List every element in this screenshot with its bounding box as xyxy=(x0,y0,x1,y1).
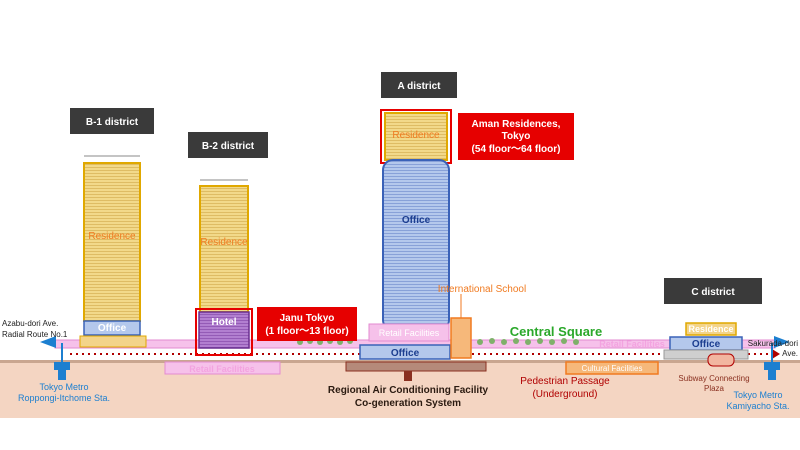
passage-arrow-right xyxy=(772,349,780,359)
retail-walkway-lower xyxy=(164,361,281,375)
subway-plaza-line1: Subway Connecting xyxy=(678,374,749,383)
kamiyacho-station-line1: Tokyo Metro xyxy=(733,390,782,400)
pedestrian-passage-line1: Pedestrian Passage xyxy=(520,376,610,387)
janu-callout-line2: (1 floor～13 floor) xyxy=(265,326,348,337)
c-residence-block xyxy=(685,322,737,336)
b1-residence-tower xyxy=(83,162,141,322)
regional-facility-stem xyxy=(404,371,412,381)
cultural-facilities-block xyxy=(565,361,659,375)
c-podium xyxy=(663,349,749,360)
sakurada-road-marker xyxy=(774,336,790,348)
c-office-label: Office xyxy=(692,339,721,350)
district-a-label: A district xyxy=(398,81,442,92)
sakurada-road-line2: Ave. xyxy=(782,349,798,358)
a-residence-label: Residence xyxy=(392,130,440,141)
roppongi-station-line1: Tokyo Metro xyxy=(39,382,88,392)
a-retail-label: Retail Facilities xyxy=(379,328,440,338)
district-c-badge xyxy=(664,278,762,304)
b2-residence-tower xyxy=(199,185,249,313)
sakurada-road-line1: Sakurada-dori xyxy=(748,339,798,348)
aman-callout-box xyxy=(458,113,574,160)
district-b2-badge xyxy=(188,132,268,158)
district-a-badge xyxy=(381,72,457,98)
a-lower-office-block xyxy=(359,344,451,360)
cultural-facilities-label: Cultural Facilities xyxy=(582,364,643,373)
b2-hotel-block xyxy=(198,311,250,349)
azabu-road-line1: Azabu-dori Ave. xyxy=(2,319,58,328)
b2-residence-label: Residence xyxy=(200,237,248,248)
district-c-label: C district xyxy=(691,287,735,298)
janu-callout-line1: Janu Tokyo xyxy=(280,313,335,324)
district-b1-label: B-1 district xyxy=(86,117,139,128)
subway-plaza-line2: Plaza xyxy=(704,384,725,393)
a-office-tower xyxy=(382,159,450,331)
aman-callout-line3: (54 floor～64 floor) xyxy=(472,144,561,155)
retail-facilities-right-label: Retail Facilities xyxy=(599,339,665,349)
regional-facility-line2: Co-generation System xyxy=(355,398,461,409)
janu-callout-box xyxy=(257,307,357,341)
retail-facilities-lower-label: Retail Facilities xyxy=(189,364,255,374)
a-lower-office-label: Office xyxy=(391,348,420,359)
international-school-label: International School xyxy=(438,284,526,295)
a-lower-retail xyxy=(368,323,450,342)
roppongi-station-icon xyxy=(54,343,70,380)
a-office-label: Office xyxy=(402,215,431,226)
b1-office-block xyxy=(83,320,141,336)
azabu-road-line2: Radial Route No.1 xyxy=(2,330,68,339)
aman-callout-line1: Aman Residences, xyxy=(472,119,561,130)
international-school-building xyxy=(450,317,472,359)
roppongi-station-line2: Roppongi-Itchome Sta. xyxy=(18,393,110,403)
b1-residence-label: Residence xyxy=(88,231,136,242)
kamiyacho-station-line2: Kamiyacho Sta. xyxy=(726,401,789,411)
regional-facility-bar xyxy=(345,361,487,372)
janu-highlight-box xyxy=(195,308,253,356)
kamiyacho-station-icon xyxy=(764,343,780,380)
central-square-label: Central Square xyxy=(510,324,602,339)
pedestrian-passage-line2: (Underground) xyxy=(532,389,597,400)
azabu-road-marker xyxy=(40,336,56,348)
district-b1-badge xyxy=(70,108,154,134)
regional-facility-line1: Regional Air Conditioning Facility xyxy=(328,385,489,396)
c-residence-label: Residence xyxy=(688,324,733,334)
aman-callout-line2: Tokyo xyxy=(502,131,531,142)
b1-podium xyxy=(79,335,147,348)
b1-office-label: Office xyxy=(98,323,127,334)
subway-plaza-box xyxy=(707,353,735,367)
b2-hotel-label: Hotel xyxy=(212,317,237,328)
district-b2-label: B-2 district xyxy=(202,141,255,152)
